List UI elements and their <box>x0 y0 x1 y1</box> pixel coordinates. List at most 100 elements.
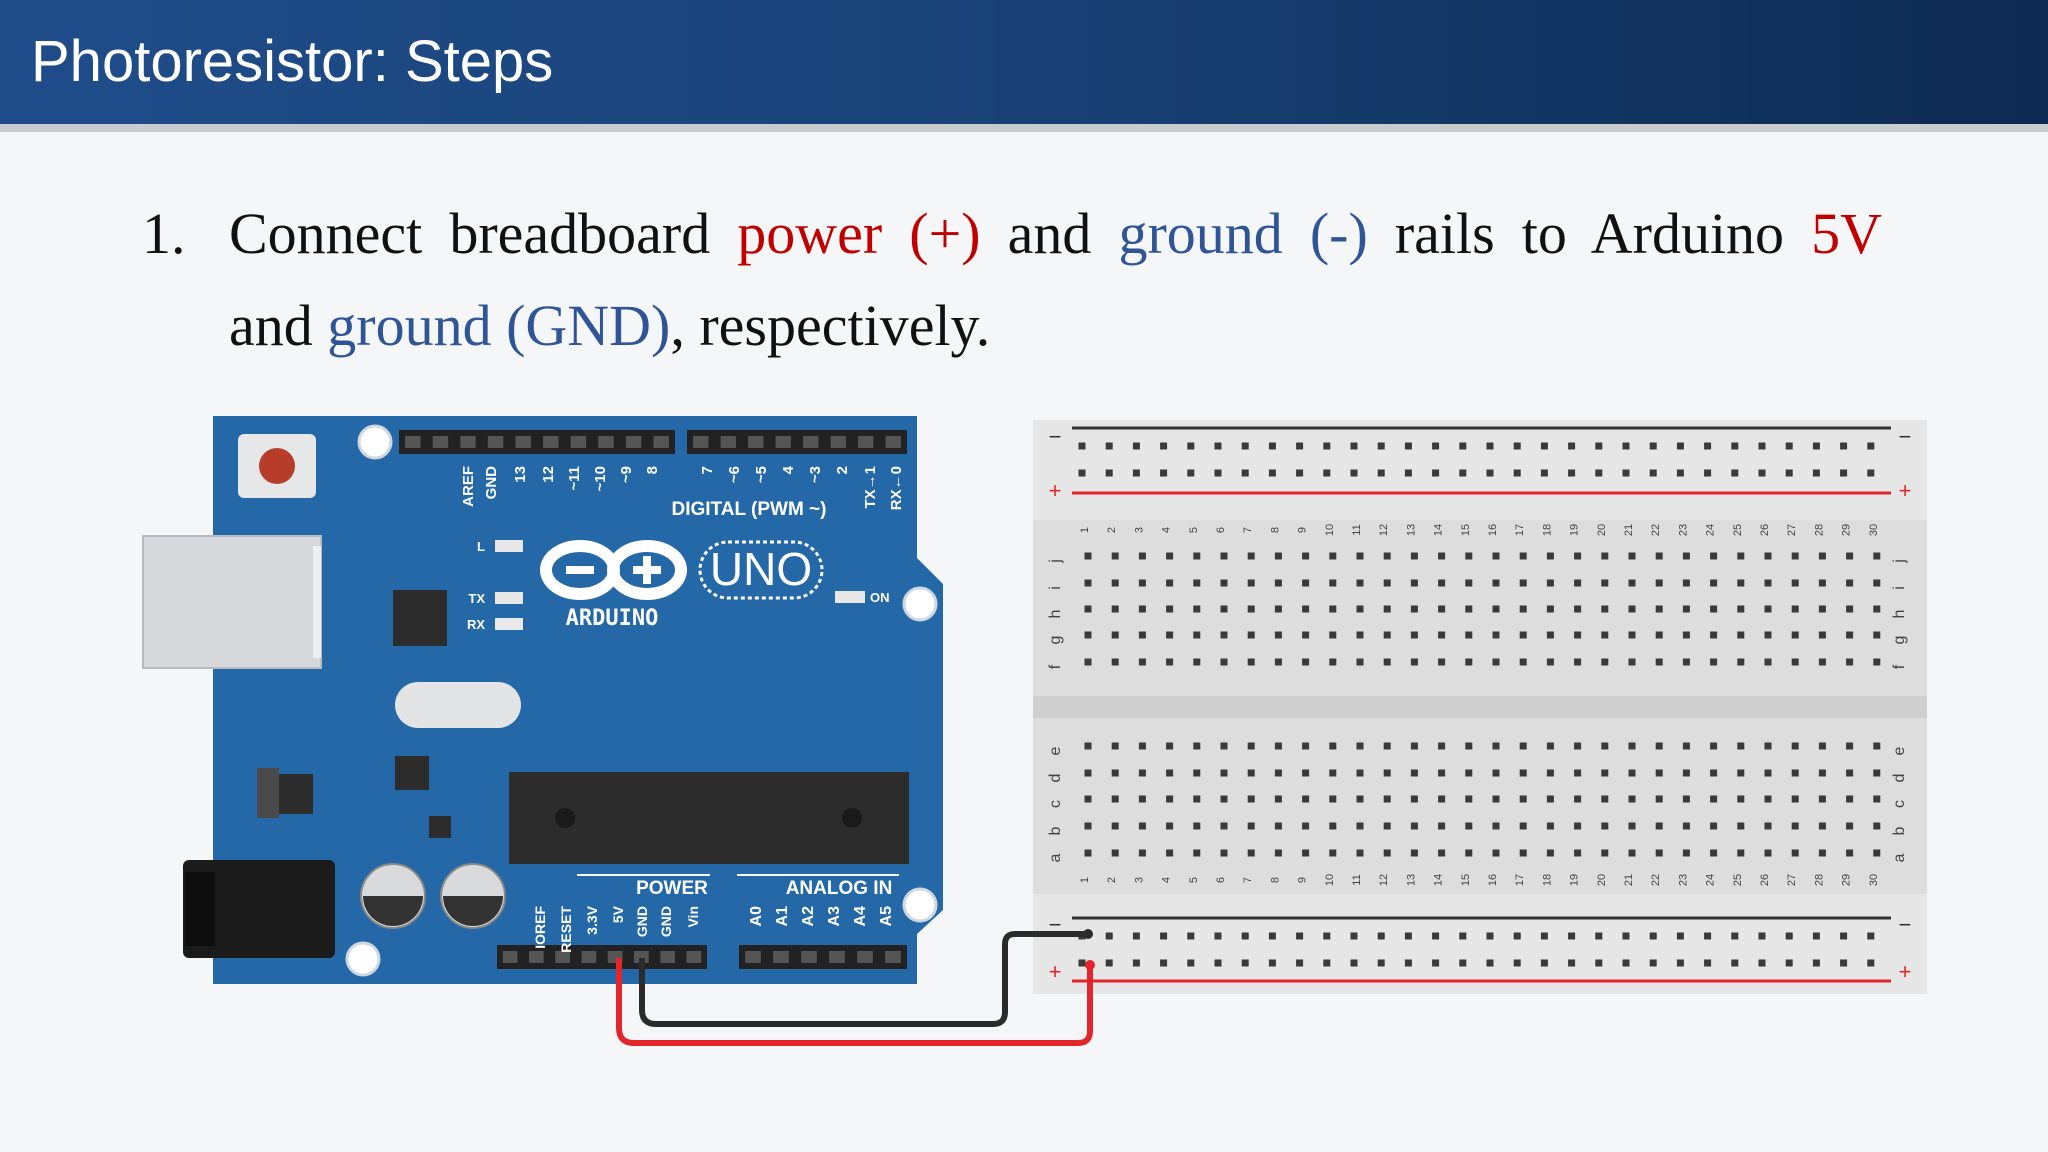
header-pin[interactable] <box>775 436 791 448</box>
breadboard-hole[interactable] <box>1737 579 1745 587</box>
breadboard-hole[interactable] <box>1785 442 1793 450</box>
breadboard-hole[interactable] <box>1166 605 1174 613</box>
breadboard-hole[interactable] <box>1791 631 1799 639</box>
breadboard-hole[interactable] <box>1649 932 1657 940</box>
breadboard-hole[interactable] <box>1105 959 1113 967</box>
breadboard-hole[interactable] <box>1601 631 1609 639</box>
breadboard-hole[interactable] <box>1601 822 1609 830</box>
breadboard-hole[interactable] <box>1410 631 1418 639</box>
breadboard-hole[interactable] <box>1138 742 1146 750</box>
breadboard-hole[interactable] <box>1111 658 1119 666</box>
breadboard-hole[interactable] <box>1574 822 1582 830</box>
breadboard-hole[interactable] <box>1492 822 1500 830</box>
breadboard-hole[interactable] <box>1166 795 1174 803</box>
breadboard-hole[interactable] <box>1465 849 1473 857</box>
breadboard-hole[interactable] <box>1818 822 1826 830</box>
header-pin[interactable] <box>745 951 761 963</box>
breadboard-hole[interactable] <box>1486 932 1494 940</box>
breadboard-hole[interactable] <box>1438 605 1446 613</box>
breadboard-hole[interactable] <box>1655 631 1663 639</box>
breadboard-hole[interactable] <box>1574 579 1582 587</box>
breadboard-hole[interactable] <box>1764 742 1772 750</box>
breadboard-hole[interactable] <box>1628 631 1636 639</box>
breadboard-hole[interactable] <box>1459 469 1467 477</box>
header-pin[interactable] <box>653 436 669 448</box>
breadboard-hole[interactable] <box>1193 552 1201 560</box>
breadboard-hole[interactable] <box>1410 579 1418 587</box>
breadboard-hole[interactable] <box>1323 932 1331 940</box>
header-pin[interactable] <box>432 436 449 448</box>
breadboard-hole[interactable] <box>1166 822 1174 830</box>
breadboard-hole[interactable] <box>1791 822 1799 830</box>
breadboard-hole[interactable] <box>1812 932 1820 940</box>
breadboard-hole[interactable] <box>1220 822 1228 830</box>
breadboard-hole[interactable] <box>1818 552 1826 560</box>
breadboard-hole[interactable] <box>1241 932 1249 940</box>
breadboard-hole[interactable] <box>1329 658 1337 666</box>
breadboard-hole[interactable] <box>1622 959 1630 967</box>
breadboard-hole[interactable] <box>1187 959 1195 967</box>
breadboard-hole[interactable] <box>1323 959 1331 967</box>
breadboard-hole[interactable] <box>1274 795 1282 803</box>
breadboard-hole[interactable] <box>1601 849 1609 857</box>
header-pin[interactable] <box>543 436 559 448</box>
breadboard-hole[interactable] <box>1492 742 1500 750</box>
breadboard-hole[interactable] <box>1383 658 1391 666</box>
breadboard-hole[interactable] <box>1519 769 1527 777</box>
breadboard-hole[interactable] <box>1519 822 1527 830</box>
breadboard-hole[interactable] <box>1492 849 1500 857</box>
breadboard-hole[interactable] <box>1546 769 1554 777</box>
header-pin[interactable] <box>634 951 649 963</box>
breadboard-hole[interactable] <box>1492 631 1500 639</box>
breadboard-hole[interactable] <box>1214 932 1222 940</box>
breadboard-hole[interactable] <box>1758 932 1766 940</box>
breadboard-hole[interactable] <box>1628 795 1636 803</box>
breadboard-hole[interactable] <box>1302 742 1310 750</box>
breadboard-hole[interactable] <box>1084 605 1092 613</box>
breadboard-hole[interactable] <box>1710 795 1718 803</box>
breadboard-hole[interactable] <box>1704 469 1712 477</box>
breadboard-hole[interactable] <box>1166 631 1174 639</box>
breadboard-hole[interactable] <box>1737 605 1745 613</box>
breadboard-hole[interactable] <box>1840 442 1848 450</box>
breadboard-hole[interactable] <box>1546 605 1554 613</box>
breadboard-hole[interactable] <box>1329 769 1337 777</box>
breadboard-hole[interactable] <box>1622 932 1630 940</box>
header-pin[interactable] <box>748 436 764 448</box>
breadboard-hole[interactable] <box>1410 795 1418 803</box>
breadboard-hole[interactable] <box>1214 959 1222 967</box>
breadboard-hole[interactable] <box>1111 849 1119 857</box>
breadboard-hole[interactable] <box>1302 552 1310 560</box>
breadboard-hole[interactable] <box>1247 631 1255 639</box>
breadboard-hole[interactable] <box>1846 769 1854 777</box>
breadboard-hole[interactable] <box>1486 959 1494 967</box>
breadboard-hole[interactable] <box>1704 442 1712 450</box>
breadboard-hole[interactable] <box>1791 579 1799 587</box>
breadboard-hole[interactable] <box>1410 605 1418 613</box>
breadboard-hole[interactable] <box>1214 469 1222 477</box>
breadboard-hole[interactable] <box>1846 849 1854 857</box>
breadboard-hole[interactable] <box>1676 442 1684 450</box>
breadboard-hole[interactable] <box>1438 742 1446 750</box>
breadboard-hole[interactable] <box>1818 658 1826 666</box>
breadboard-hole[interactable] <box>1513 469 1521 477</box>
breadboard-hole[interactable] <box>1166 658 1174 666</box>
breadboard-hole[interactable] <box>1377 959 1385 967</box>
breadboard-hole[interactable] <box>1486 469 1494 477</box>
breadboard-hole[interactable] <box>1764 822 1772 830</box>
breadboard-hole[interactable] <box>1682 631 1690 639</box>
breadboard-hole[interactable] <box>1791 742 1799 750</box>
header-pin[interactable] <box>885 951 901 963</box>
breadboard-hole[interactable] <box>1111 631 1119 639</box>
breadboard-hole[interactable] <box>1710 658 1718 666</box>
breadboard-hole[interactable] <box>1546 742 1554 750</box>
breadboard-hole[interactable] <box>1649 469 1657 477</box>
breadboard-hole[interactable] <box>1655 822 1663 830</box>
breadboard-hole[interactable] <box>1682 552 1690 560</box>
breadboard-hole[interactable] <box>1193 795 1201 803</box>
breadboard-hole[interactable] <box>1247 605 1255 613</box>
breadboard-hole[interactable] <box>1438 849 1446 857</box>
breadboard-hole[interactable] <box>1764 769 1772 777</box>
breadboard-hole[interactable] <box>1764 795 1772 803</box>
breadboard-hole[interactable] <box>1084 579 1092 587</box>
